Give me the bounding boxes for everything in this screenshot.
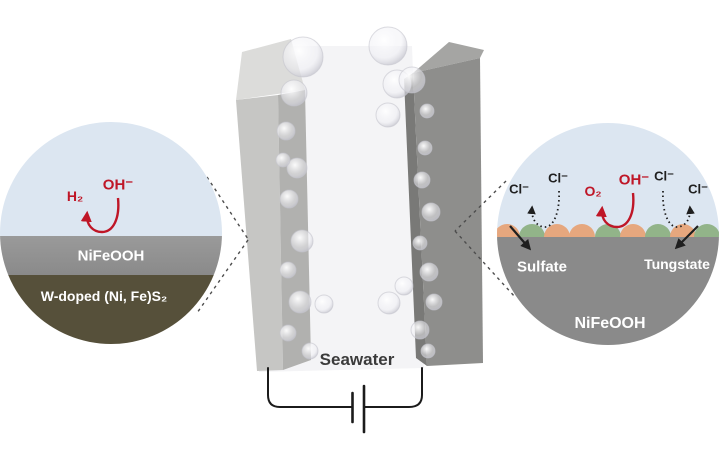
right-electrode <box>404 42 484 366</box>
right-wire <box>363 367 423 408</box>
cathode-wdoped-layer <box>0 275 222 344</box>
tungstate-label: Tungstate <box>644 256 710 272</box>
left-callout-lower <box>196 239 249 314</box>
anode-nifeooh-layer <box>497 237 719 345</box>
right-electrode-front-face <box>413 58 483 366</box>
oh-label-anode: OH⁻ <box>618 171 650 189</box>
chloride-repel-arrow-right <box>662 190 695 228</box>
oh-label: OH⁻ <box>102 176 134 194</box>
right-callout-lower <box>454 230 516 298</box>
cl-label-4: Cl⁻ <box>688 181 708 197</box>
circuit <box>267 367 423 434</box>
seawater-label: Seawater <box>320 350 395 369</box>
cathode-electrolyte-region <box>0 122 222 236</box>
left-electrode-front-face <box>236 95 283 371</box>
left-wire <box>267 367 353 408</box>
anion-coating-bumps <box>497 224 719 237</box>
right-electrode-top-face <box>413 42 484 73</box>
cathode-inset: H₂ OH⁻ NiFeOOH W-doped (Ni, Fe)S₂ <box>0 122 222 344</box>
cathode-nifeooh-layer <box>0 236 222 275</box>
right-electrode-inner-face <box>404 73 427 366</box>
h2-label: H₂ <box>66 188 84 204</box>
sulfate-label: Sulfate <box>516 258 568 276</box>
tungstate-pointer-arrow <box>674 225 699 250</box>
anode-nifeooh-label: NiFeOOH <box>574 315 646 332</box>
oer-arrow <box>595 192 635 229</box>
sulfate-pointer-arrow <box>509 225 532 251</box>
cathode-reaction-arrow-graphic <box>80 197 120 234</box>
left-callout-upper <box>206 176 249 240</box>
cl-label-2: Cl⁻ <box>548 170 568 186</box>
her-arrow <box>80 197 120 234</box>
cl-label-1: Cl⁻ <box>509 181 529 197</box>
wdoped-layer-label: W-doped (Ni, Fe)S₂ <box>40 288 168 304</box>
anode-reaction-graphic <box>497 190 719 251</box>
o2-label: O₂ <box>584 183 602 199</box>
anode-inset: Cl⁻ Cl⁻ O₂ OH⁻ Cl⁻ Cl⁻ Sulfate Tungstate… <box>497 123 719 345</box>
cl-label-3: Cl⁻ <box>654 168 674 184</box>
anode-electrolyte-region <box>497 123 719 237</box>
chloride-repel-arrow-left <box>527 190 560 228</box>
gas-bubbles <box>275 26 443 360</box>
callout-lines <box>196 176 516 314</box>
nifeooh-layer-label: NiFeOOH <box>77 247 145 265</box>
right-callout-upper <box>454 180 507 232</box>
